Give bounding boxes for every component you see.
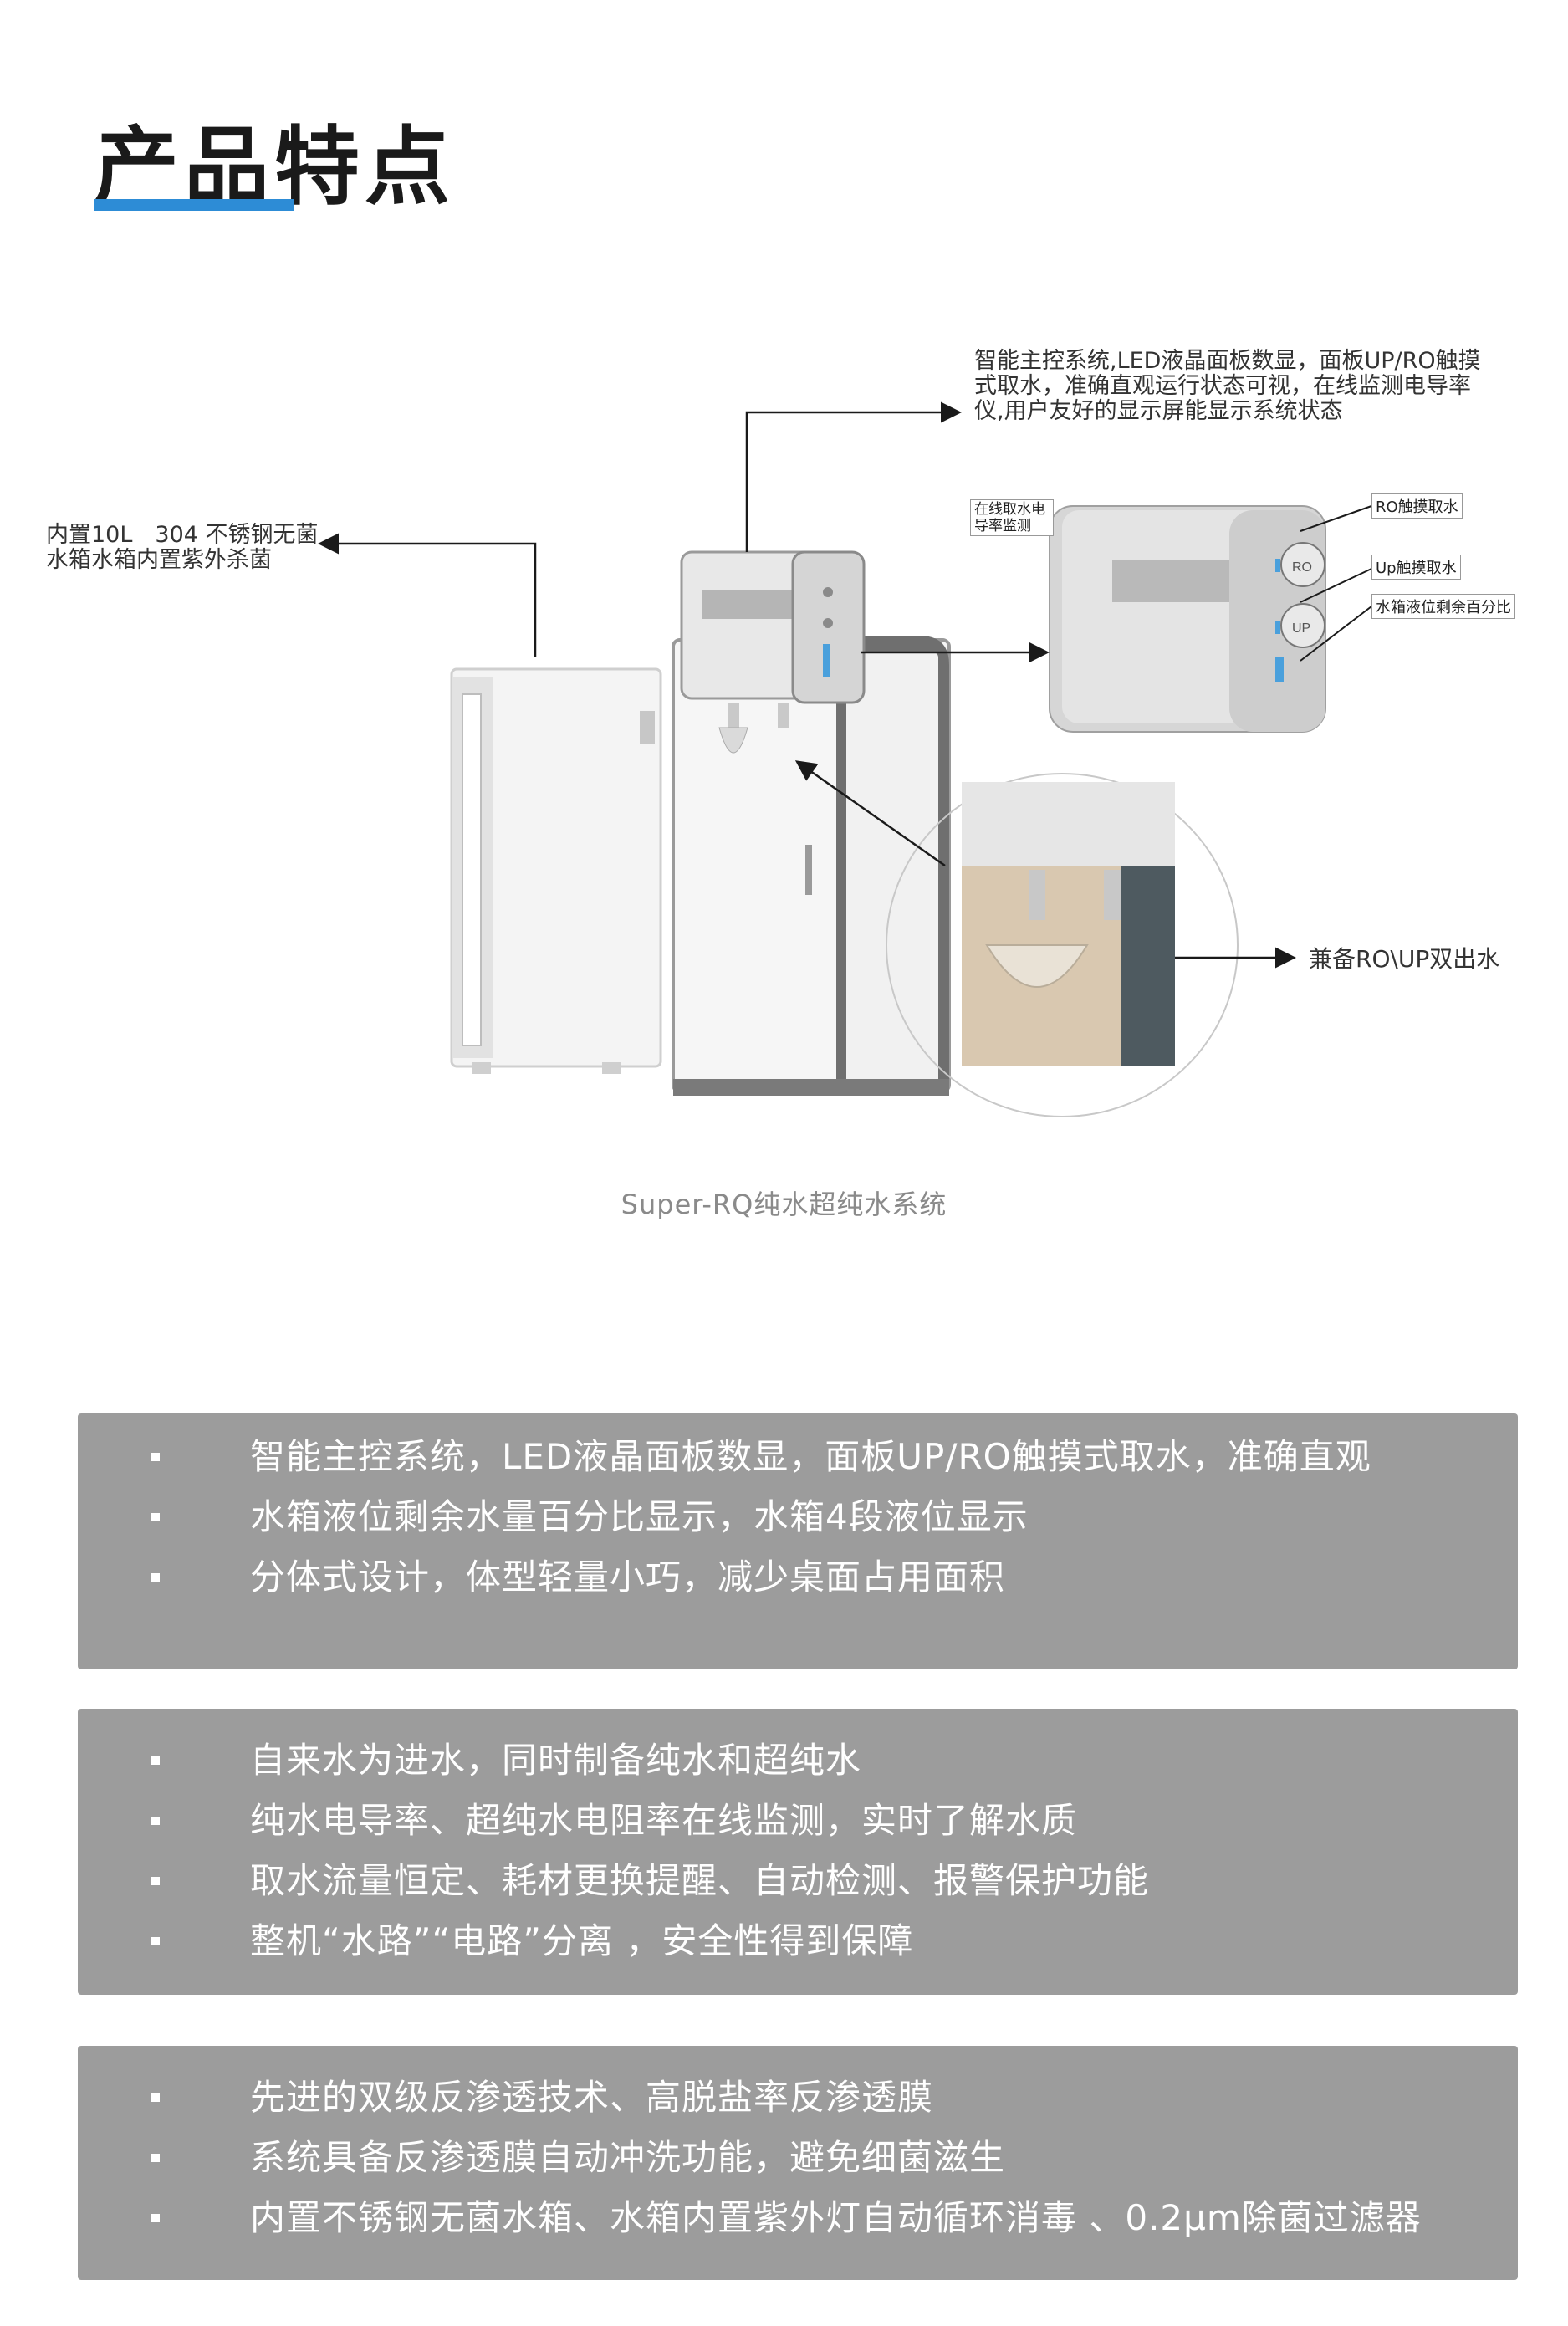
- feature-box-2: 自来水为进水，同时制备纯水和超纯水 纯水电导率、超纯水电阻率在线监测，实时了解水…: [78, 1709, 1518, 1995]
- feature-box-1: 智能主控系统，LED液晶面板数显，面板UP/RO触摸式取水，准确直观 水箱液位剩…: [78, 1413, 1518, 1669]
- outlet-photo: [962, 782, 1175, 1066]
- bullet-icon: [151, 1937, 160, 1945]
- bullet-icon: [151, 2214, 160, 2222]
- ro-button-text: RO: [1292, 560, 1312, 575]
- bullet-icon: [151, 1756, 160, 1765]
- title-underline: [94, 199, 294, 211]
- bullet-icon: [151, 1453, 160, 1461]
- outlet-zoom-circle: [886, 773, 1239, 1117]
- bullet-icon: [151, 1817, 160, 1825]
- panel-label-tank-level: 水箱液位剩余百分比: [1371, 594, 1515, 619]
- feature-item: 取水流量恒定、耗材更换提醒、自动检测、报警保护功能: [78, 1851, 1518, 1911]
- feature-item: 分体式设计，体型轻量小巧，减少桌面占用面积: [78, 1547, 1518, 1608]
- product-diagram: RO UP: [318, 401, 1372, 1117]
- up-button-text: UP: [1292, 621, 1310, 636]
- panel-label-ro-touch: RO触摸取水: [1371, 493, 1463, 519]
- control-panel-zoom: RO UP: [1049, 505, 1326, 733]
- feature-item: 整机“水路”“电路”分离 ，安全性得到保障: [78, 1911, 1518, 1971]
- bullet-icon: [151, 1573, 160, 1582]
- feature-box-3: 先进的双级反渗透技术、高脱盐率反渗透膜 系统具备反渗透膜自动冲洗功能，避免细菌滋…: [78, 2046, 1518, 2280]
- feature-item: 智能主控系统，LED液晶面板数显，面板UP/RO触摸式取水，准确直观: [78, 1427, 1518, 1487]
- feature-item: 系统具备反渗透膜自动冲洗功能，避免细菌滋生: [78, 2128, 1518, 2188]
- leader-control: [745, 401, 962, 552]
- product-caption: Super-RQ纯水超纯水系统: [621, 1189, 947, 1220]
- panel-label-up-touch: Up触摸取水: [1371, 555, 1461, 580]
- bullet-icon: [151, 2154, 160, 2162]
- feature-item: 先进的双级反渗透技术、高脱盐率反渗透膜: [78, 2068, 1518, 2128]
- feature-item: 内置不锈钢无菌水箱、水箱内置紫外灯自动循环消毒 、0.2μm除菌过滤器: [78, 2188, 1518, 2248]
- feature-item: 自来水为进水，同时制备纯水和超纯水: [78, 1730, 1518, 1791]
- bullet-icon: [151, 1513, 160, 1521]
- callout-dual-outlet: 兼备RO\UP双出水: [1309, 945, 1500, 973]
- water-tank-unit: [450, 667, 662, 1074]
- main-unit: [672, 550, 951, 1096]
- callout-tank: 内置10L 304 不锈钢无菌水箱水箱内置紫外杀菌: [46, 522, 319, 573]
- leader-tank: [318, 533, 537, 657]
- callout-control-system: 智能主控系统,LED液晶面板数显，面板UP/RO触摸式取水，准确直观运行状态可视…: [974, 348, 1481, 424]
- bullet-icon: [151, 1877, 160, 1885]
- feature-item: 纯水电导率、超纯水电阻率在线监测，实时了解水质: [78, 1791, 1518, 1851]
- feature-item: 水箱液位剩余水量百分比显示，水箱4段液位显示: [78, 1487, 1518, 1547]
- panel-label-conductivity: 在线取水电导率监测: [970, 499, 1054, 536]
- bullet-icon: [151, 2093, 160, 2102]
- leader-outlet: [794, 760, 946, 867]
